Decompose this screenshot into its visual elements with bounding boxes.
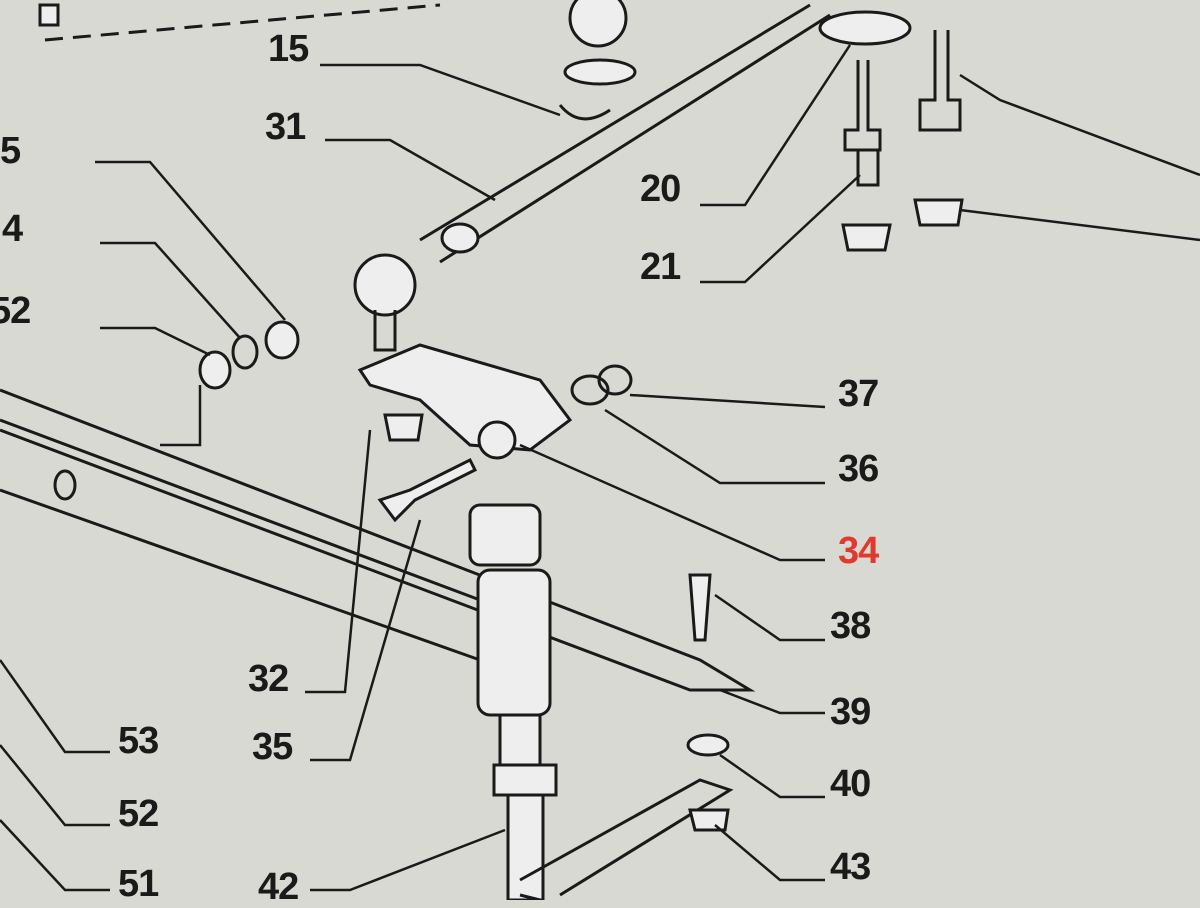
nut-43 <box>688 808 730 832</box>
label-52-bottom: 52 <box>118 793 159 835</box>
washer-15 <box>563 58 637 86</box>
label-38: 38 <box>830 605 871 647</box>
label-40: 40 <box>830 763 871 805</box>
fastener-top-left <box>38 3 60 27</box>
label-4: 4 <box>2 208 23 250</box>
ball-stud <box>373 310 397 352</box>
arm-42 <box>519 778 734 900</box>
nut-5 <box>264 320 300 360</box>
label-36: 36 <box>838 448 879 490</box>
stud-21 <box>843 60 882 187</box>
washer-20 <box>818 10 912 46</box>
label-35: 35 <box>252 726 293 768</box>
long-bar <box>0 388 756 692</box>
label-21: 21 <box>640 246 681 288</box>
label-31: 31 <box>265 106 306 148</box>
label-42: 42 <box>258 866 299 908</box>
label-37: 37 <box>838 373 879 415</box>
lever-bushing <box>477 420 517 460</box>
column-collar <box>492 763 558 797</box>
washer-36 <box>570 374 610 406</box>
label-52-top: 52 <box>0 290 31 332</box>
stud-right <box>918 30 962 132</box>
nut-right <box>913 198 964 227</box>
nut-21 <box>841 223 892 252</box>
label-53: 53 <box>118 720 159 762</box>
label-51: 51 <box>118 863 159 905</box>
bolt-35 <box>377 457 478 523</box>
label-20: 20 <box>640 168 681 210</box>
bushing-32 <box>383 413 424 442</box>
label-32: 32 <box>248 658 289 700</box>
bolt-38 <box>688 573 712 642</box>
ball-joint <box>353 253 417 317</box>
clip-15 <box>558 104 611 121</box>
rod-31 <box>419 3 831 264</box>
column-upper <box>476 568 552 717</box>
label-15: 15 <box>268 28 309 70</box>
top-ball <box>568 0 628 48</box>
rod-nut <box>440 222 480 254</box>
label-39: 39 <box>830 691 871 733</box>
column-mid <box>498 713 542 767</box>
dashed-guide-line <box>44 3 441 42</box>
label-34-highlighted: 34 <box>838 530 879 572</box>
label-43: 43 <box>830 846 871 888</box>
column-lower <box>506 793 545 900</box>
bar-hole <box>53 469 77 501</box>
leader-lines <box>0 44 1200 892</box>
washer-4 <box>231 334 259 370</box>
column-cap <box>468 503 542 567</box>
washer-40 <box>686 733 730 757</box>
washer-52 <box>198 350 232 390</box>
label-5: 5 <box>0 130 21 172</box>
spring-37 <box>597 364 633 396</box>
